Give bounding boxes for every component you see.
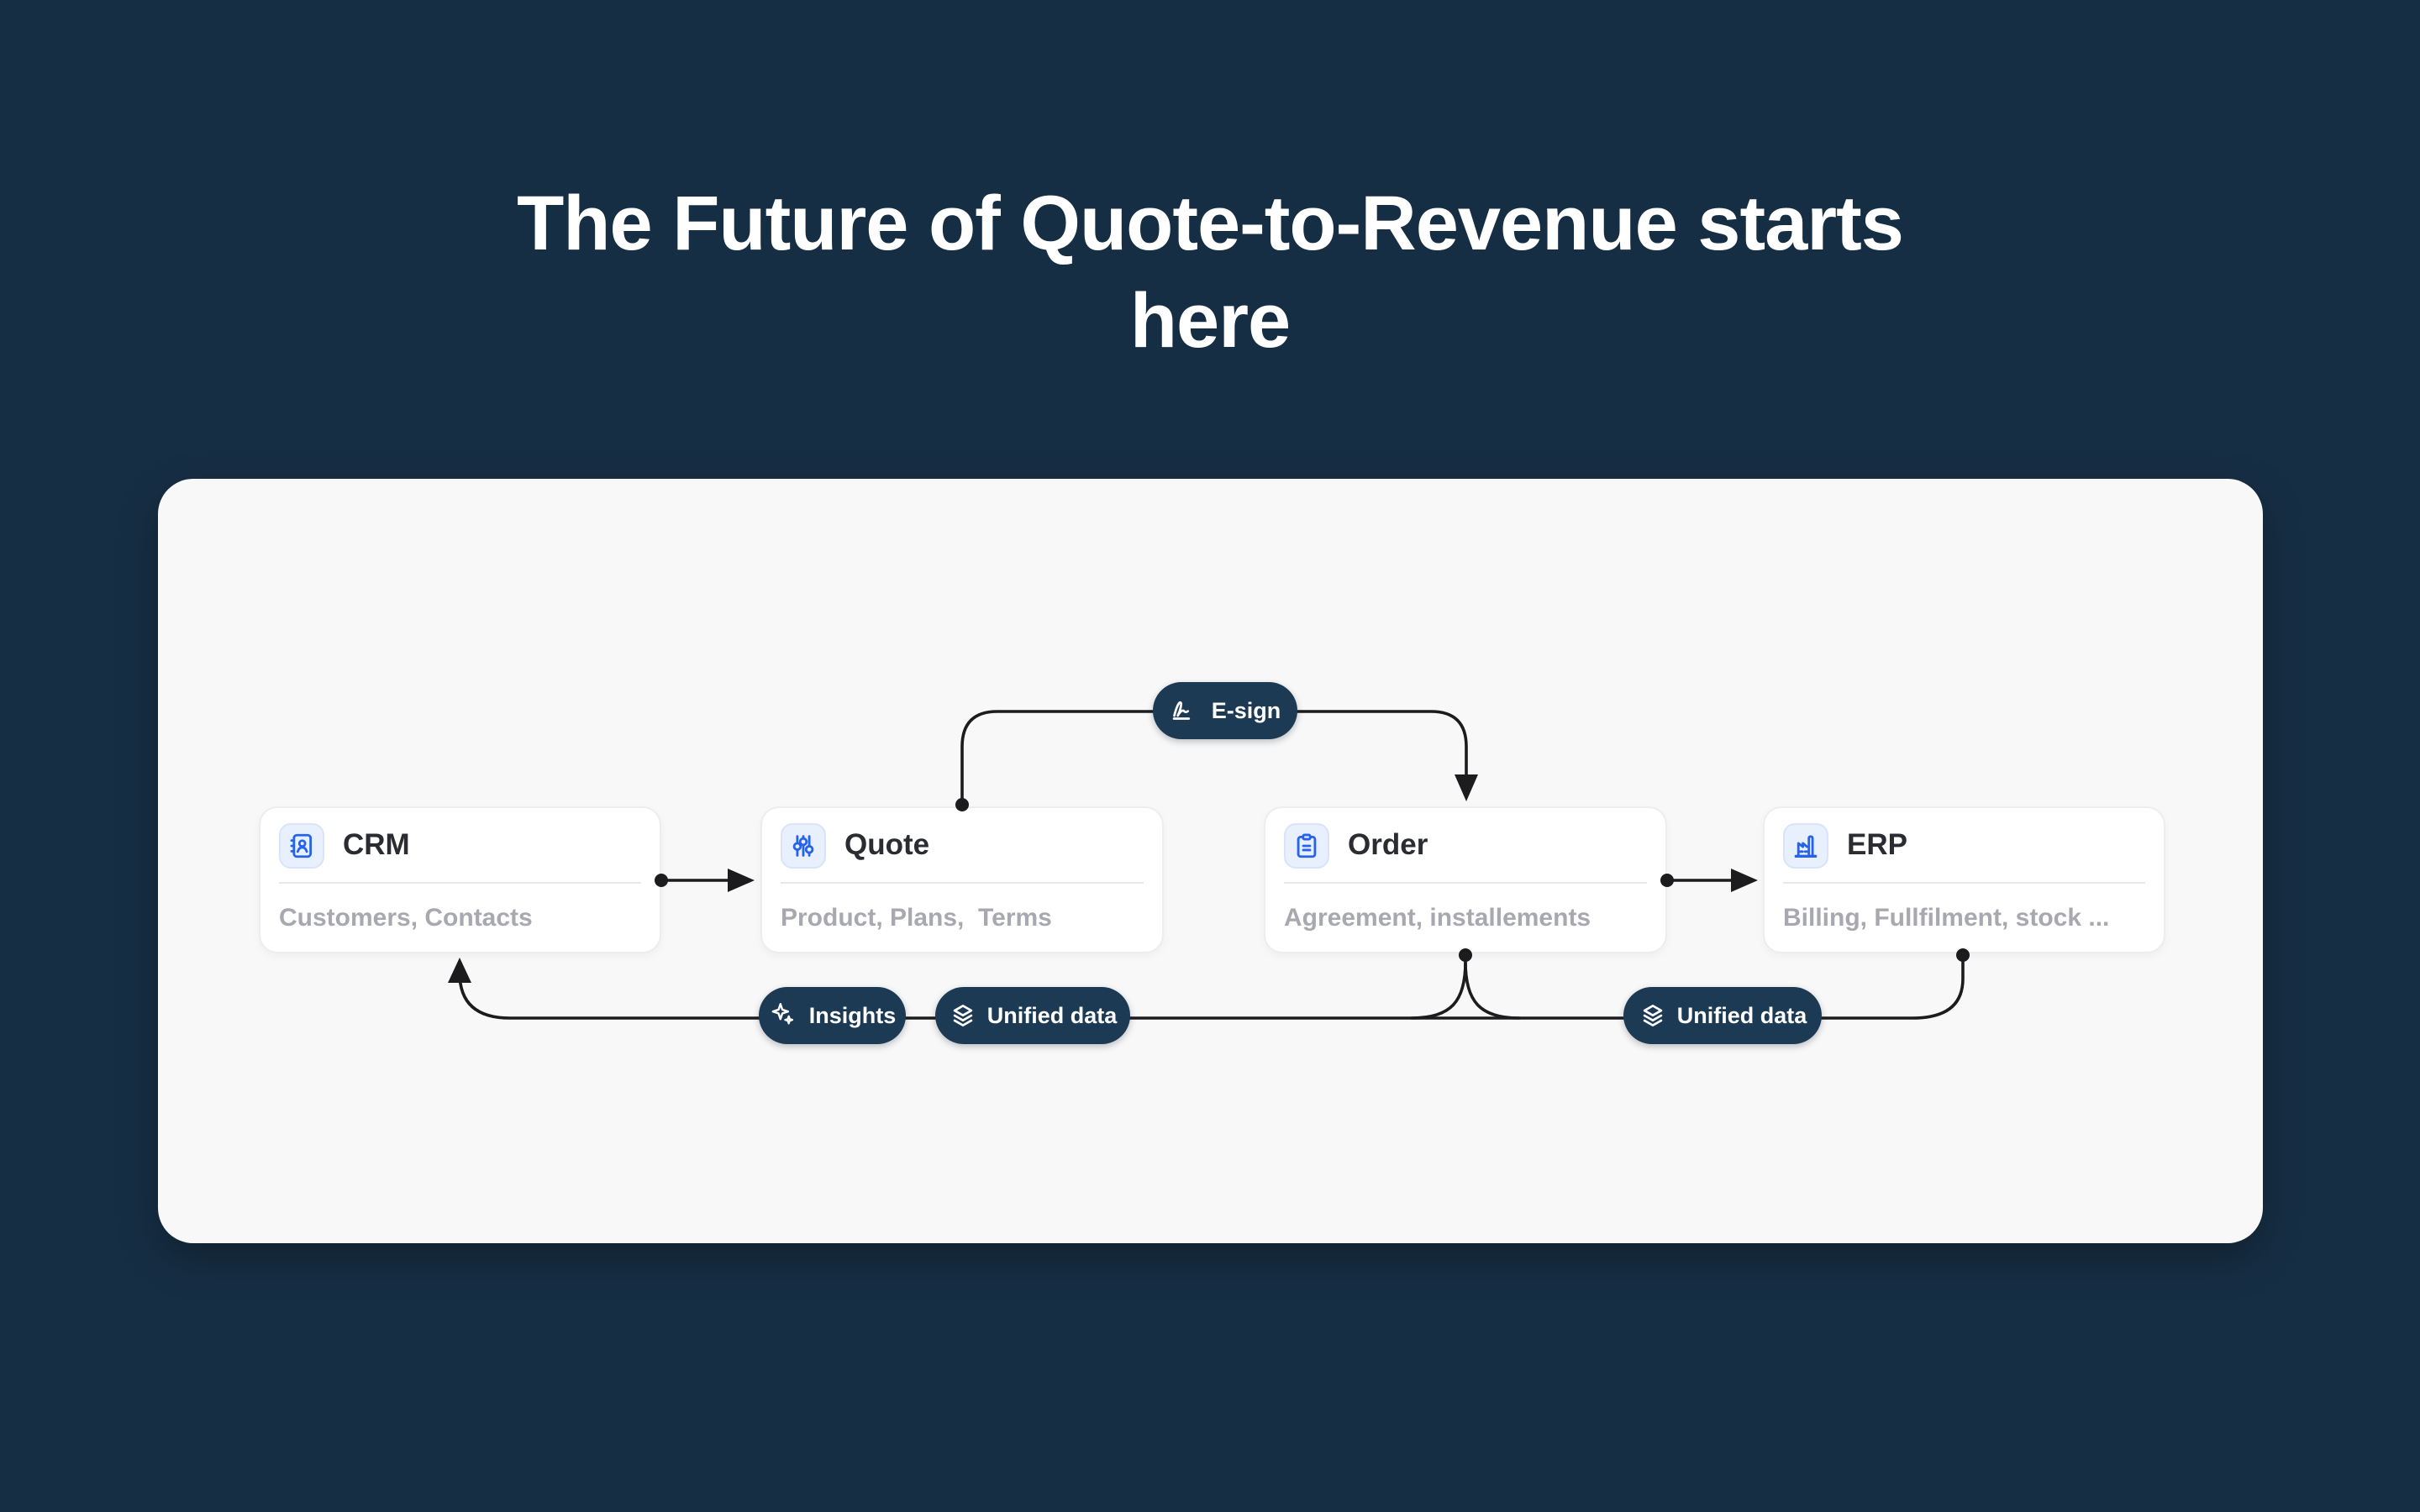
sparkles-icon (771, 1003, 793, 1025)
page-title-line2: here (1129, 278, 1291, 365)
page-title-line1: The Future of Quote-to-Revenue starts (517, 180, 1904, 266)
unified-data-pill: Unified data (935, 987, 1130, 1044)
card-divider (279, 882, 641, 884)
card-subtitle-quote: Product, Plans, Terms (781, 904, 1052, 932)
esign-pill-label: E-sign (1211, 697, 1281, 723)
node-card-crm: CRM Customers, Contacts (259, 806, 661, 953)
card-divider (1284, 882, 1647, 884)
address-book-icon (290, 833, 313, 858)
quote-icon-tile (781, 823, 826, 869)
card-subtitle-order: Agreement, installements (1284, 904, 1591, 932)
signature-icon (1172, 701, 1190, 720)
unified-data-pill: Unified data (1623, 987, 1822, 1044)
card-divider (1783, 882, 2145, 884)
card-title-crm: CRM (343, 828, 410, 861)
order-icon-tile (1284, 823, 1329, 869)
card-title-quote: Quote (844, 828, 930, 861)
erp-icon-tile (1783, 823, 1828, 869)
esign-pill: E-sign (1153, 682, 1297, 739)
unified-data-pill-label: Unified data (1676, 1002, 1807, 1028)
node-card-order: Order Agreement, installements (1264, 806, 1667, 953)
layers-icon (953, 1005, 972, 1026)
node-card-erp: ERP Billing, Fullfilment, stock ... (1763, 806, 2165, 953)
page-title: The Future of Quote-to-Revenue starts her… (0, 175, 2420, 371)
card-divider (781, 882, 1144, 884)
insights-pill: Insights (759, 987, 906, 1044)
unified-data-pill-label: Unified data (986, 1002, 1118, 1028)
crm-icon-tile (279, 823, 324, 869)
layers-icon (1643, 1005, 1662, 1026)
clipboard-icon (1297, 833, 1317, 858)
card-subtitle-erp: Billing, Fullfilment, stock ... (1783, 904, 2110, 932)
card-subtitle-crm: Customers, Contacts (279, 904, 533, 932)
sliders-icon (792, 835, 814, 857)
card-title-order: Order (1348, 828, 1428, 861)
factory-icon (1794, 835, 1818, 858)
insights-pill-label: Insights (808, 1002, 897, 1028)
node-card-quote: Quote Product, Plans, Terms (760, 806, 1164, 953)
card-title-erp: ERP (1847, 828, 1907, 861)
